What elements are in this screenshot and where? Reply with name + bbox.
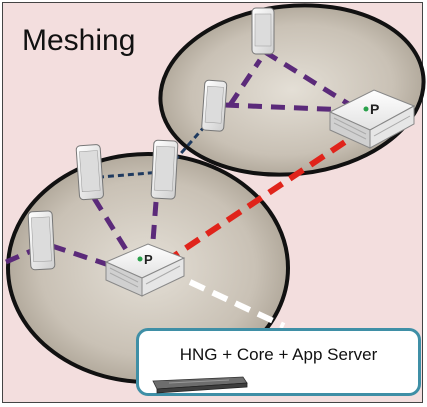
access-point-icon: P: [104, 243, 186, 297]
backhaul-link: [163, 129, 362, 265]
mesh-link: [149, 201, 159, 255]
server-link: [188, 279, 286, 329]
server-label: HNG + Core + App Server: [179, 345, 378, 364]
diagram-title: Meshing: [22, 24, 136, 57]
rack-server-icon: [152, 376, 248, 394]
svg-text:P: P: [370, 101, 379, 117]
smartphone-icon: [201, 79, 228, 132]
smartphone-icon: [75, 144, 104, 201]
mesh-link: [227, 58, 263, 107]
access-point-icon: P: [328, 89, 416, 149]
smartphone-icon: [27, 210, 56, 271]
svg-text:P: P: [144, 252, 153, 267]
server-callout: HNG + Core + App Server: [136, 328, 421, 396]
mesh-link: [91, 196, 133, 258]
smartphone-icon: [150, 139, 179, 200]
smartphone-icon: [251, 7, 275, 55]
mesh-link: [263, 49, 357, 111]
mesh-link: [224, 102, 349, 113]
